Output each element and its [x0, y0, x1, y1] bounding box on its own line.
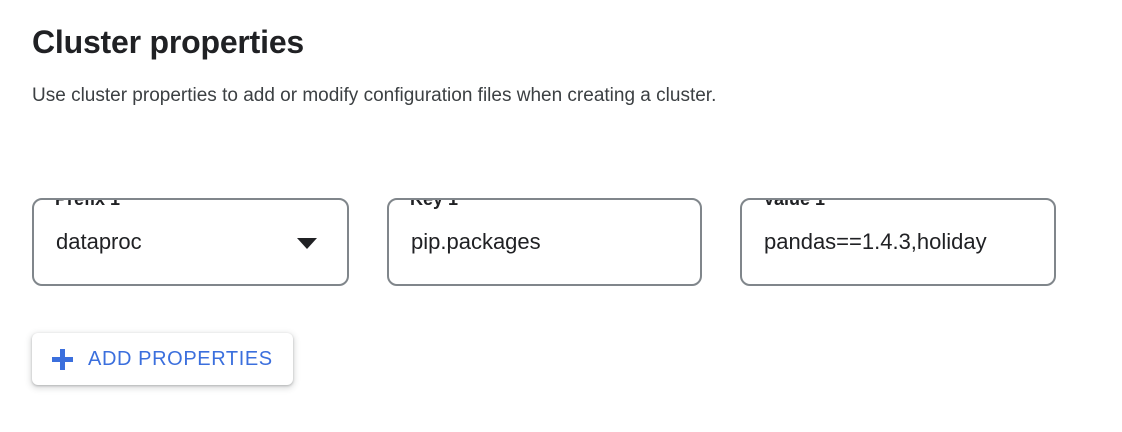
- property-row: Prefix 1 * dataproc Key 1 * pip.packages…: [32, 198, 1056, 286]
- plus-icon: [50, 347, 74, 371]
- prefix-label-notch: [48, 200, 166, 202]
- value-value[interactable]: pandas==1.4.3,holiday: [764, 229, 987, 254]
- add-properties-button[interactable]: ADD PROPERTIES: [32, 333, 293, 385]
- value-label: Value 1: [763, 198, 826, 209]
- key-label-notch: [403, 200, 496, 202]
- prefix-label: Prefix 1 *: [55, 198, 133, 209]
- page-title: Cluster properties: [32, 24, 305, 60]
- add-properties-label: ADD PROPERTIES: [88, 348, 273, 370]
- key-label: Key 1 *: [410, 198, 471, 209]
- page-description: Use cluster properties to add or modify …: [32, 85, 717, 106]
- value-label-notch: [756, 200, 848, 202]
- prefix-value: dataproc: [56, 229, 142, 254]
- key-input[interactable]: Key 1 * pip.packages: [387, 198, 702, 286]
- value-input[interactable]: Value 1 pandas==1.4.3,holiday: [740, 198, 1056, 286]
- key-value[interactable]: pip.packages: [411, 229, 541, 254]
- chevron-down-icon[interactable]: [297, 238, 317, 249]
- prefix-select[interactable]: Prefix 1 * dataproc: [32, 198, 349, 286]
